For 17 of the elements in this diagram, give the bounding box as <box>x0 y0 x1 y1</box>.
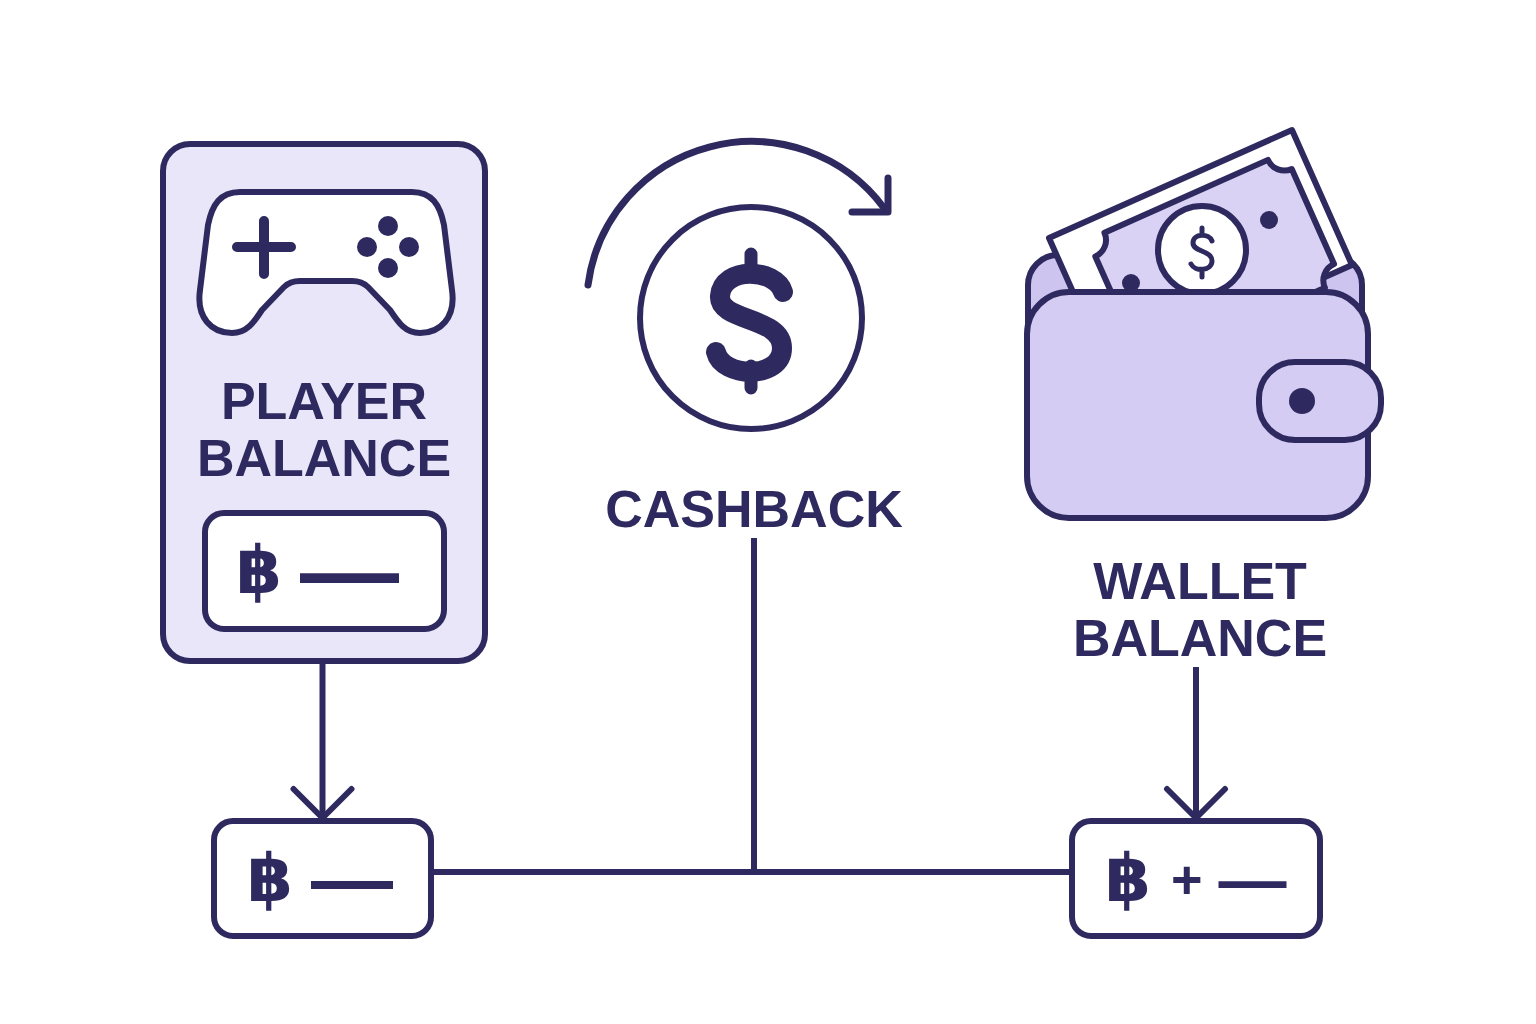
plus-sign: + <box>1170 851 1203 906</box>
currency-symbol: ฿ <box>236 533 282 609</box>
node-title: PLAYER BALANCE <box>195 373 453 487</box>
connector-line <box>751 538 1069 875</box>
arrow <box>290 664 355 821</box>
balance-card <box>160 141 488 664</box>
currency-symbol: ฿ <box>1105 840 1151 917</box>
dash: — <box>1218 863 1287 894</box>
balance-box <box>211 818 434 939</box>
balance-box <box>1069 818 1323 939</box>
currency-symbol: ฿ <box>247 840 293 917</box>
node-label: CASHBACK <box>605 481 903 538</box>
node-label: WALLET BALANCE <box>1069 553 1331 667</box>
dash: — <box>299 556 399 586</box>
balance-box <box>202 510 447 632</box>
arrow <box>1164 667 1228 821</box>
dash: — <box>310 863 393 894</box>
